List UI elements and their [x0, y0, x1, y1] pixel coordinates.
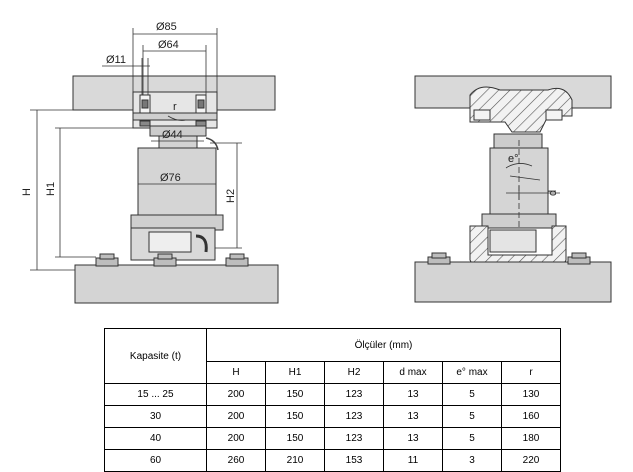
table-row: 40 200 150 123 13 5 180	[104, 427, 561, 450]
table-header-row: Kapasite (t) Ölçüler (mm)	[104, 328, 561, 384]
table-cell: 3	[442, 449, 502, 472]
table-cell: 11	[383, 449, 443, 472]
table-cell: 200	[206, 383, 266, 406]
capacity-cell: 40	[104, 427, 207, 450]
table-cell: 153	[324, 449, 384, 472]
bottom-plate	[74, 264, 279, 304]
dimension-lines	[30, 28, 242, 271]
table-cell: 180	[501, 427, 561, 450]
dim-d11: Ø11	[106, 54, 126, 66]
section-view	[414, 75, 612, 303]
spec-table: Kapasite (t) Ölçüler (mm) H H1 H2 d max …	[104, 328, 561, 472]
capacity-header: Kapasite (t)	[104, 328, 207, 384]
capacity-cell: 30	[104, 405, 207, 428]
table-cell: 260	[206, 449, 266, 472]
section-dimension-labels: e° d	[508, 153, 559, 196]
column-header: r	[501, 361, 561, 384]
dim-d: d	[547, 190, 559, 196]
section-bottom-plate	[414, 261, 612, 303]
table-cell: 130	[501, 383, 561, 406]
table-cell: 150	[265, 405, 325, 428]
dim-d85: Ø85	[156, 21, 177, 33]
table-cell: 13	[383, 405, 443, 428]
technical-drawing: Ø85 Ø64 Ø11 Ø44 Ø76 r H H1 H2	[21, 21, 612, 304]
dim-d64: Ø64	[158, 39, 179, 51]
column-header: d max	[383, 361, 443, 384]
table-cell: 5	[442, 383, 502, 406]
table-cell: 123	[324, 405, 384, 428]
table-row: 30 200 150 123 13 5 160	[104, 405, 561, 428]
table-cell: 210	[265, 449, 325, 472]
dim-H2: H2	[225, 189, 237, 203]
table-cell: 123	[324, 427, 384, 450]
table-cell: 150	[265, 427, 325, 450]
table-cell: 200	[206, 427, 266, 450]
table-cell: 5	[442, 405, 502, 428]
dim-H: H	[21, 188, 33, 196]
table-cell: 5	[442, 427, 502, 450]
table-cell: 13	[383, 383, 443, 406]
table-cell: 220	[501, 449, 561, 472]
dimension-labels: Ø85 Ø64 Ø11 Ø44 Ø76 r H H1 H2	[21, 21, 237, 203]
column-header: H1	[265, 361, 325, 384]
front-view	[72, 75, 279, 304]
dim-r: r	[173, 101, 177, 113]
table-cell: 150	[265, 383, 325, 406]
dim-H1: H1	[45, 182, 57, 196]
table-cell: 200	[206, 405, 266, 428]
table-row: 15 ... 25 200 150 123 13 5 130	[104, 383, 561, 406]
table-cell: 13	[383, 427, 443, 450]
table-cell: 123	[324, 383, 384, 406]
table-cell: 160	[501, 405, 561, 428]
column-header: H2	[324, 361, 384, 384]
column-header: H	[206, 361, 266, 384]
capacity-cell: 15 ... 25	[104, 383, 207, 406]
table-column-header-row: H H1 H2 d max e° max r	[105, 361, 561, 384]
dim-e: e°	[508, 153, 519, 165]
dim-d44: Ø44	[162, 129, 183, 141]
table-row: 60 260 210 153 11 3 220	[104, 449, 561, 472]
section-dimension-lines	[505, 140, 560, 230]
dim-d76: Ø76	[160, 172, 181, 184]
column-header: e° max	[442, 361, 502, 384]
capacity-cell: 60	[104, 449, 207, 472]
dimensions-group-header: Ölçüler (mm)	[206, 328, 561, 362]
